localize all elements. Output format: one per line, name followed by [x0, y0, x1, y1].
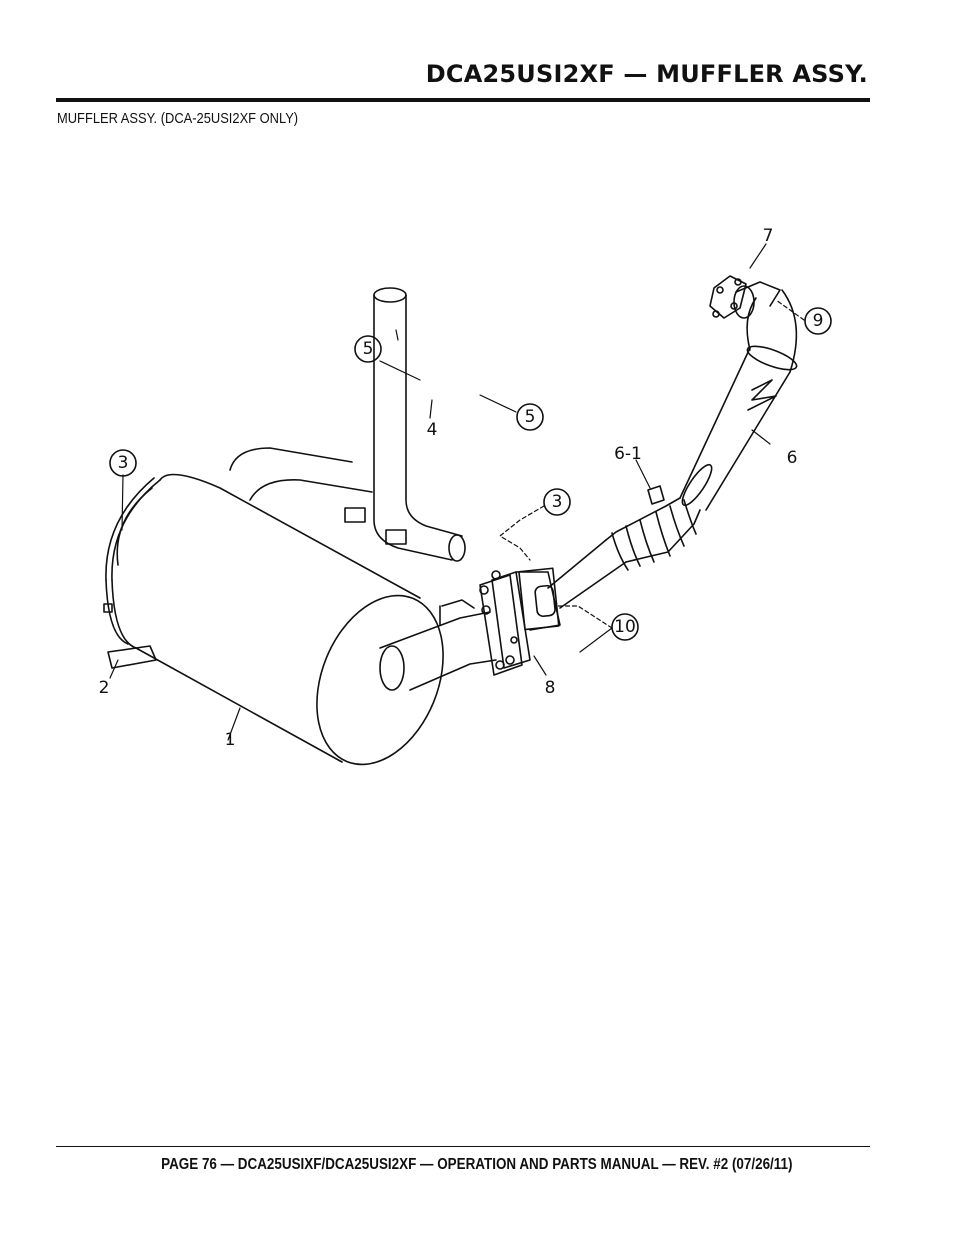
callout-6: 6 [787, 448, 798, 468]
callout-9: 9 [813, 311, 824, 331]
page-footer: PAGE 76 — DCA25USIXF/DCA25USI2XF — OPERA… [0, 1156, 954, 1174]
footer-text: PAGE 76 — DCA25USIXF/DCA25USI2XF — OPERA… [161, 1156, 793, 1173]
callout-8: 8 [545, 678, 556, 698]
support-bracket [103, 603, 157, 669]
rear-bend-tube [229, 447, 373, 501]
callout-2: 2 [99, 678, 110, 698]
section-subtitle: MUFFLER ASSY. (DCA-25USI2XF ONLY) [57, 110, 299, 127]
exhaust-elbow [733, 281, 798, 373]
page-title: DCA25USI2XF — MUFFLER ASSY. [425, 60, 868, 88]
tail-pipe [373, 287, 466, 562]
exhaust-pipe-6 [679, 345, 798, 511]
callout-7: 7 [763, 226, 774, 246]
flange-assembly [479, 567, 561, 676]
pipe-clip [647, 485, 665, 505]
front-exhaust-pipe [547, 497, 701, 609]
callout-4: 4 [427, 420, 438, 440]
callout-3-left: 3 [118, 453, 129, 473]
manifold-flange [709, 275, 747, 319]
callout-5-right: 5 [525, 407, 536, 427]
callout-10: 10 [614, 617, 636, 637]
muffler-inlet-pipe [379, 599, 497, 691]
callout-3-right: 3 [552, 492, 563, 512]
muffler-assembly-diagram: 3 5 5 3 9 10 1 2 4 6 6-1 7 8 [99, 226, 832, 766]
callout-6-1: 6-1 [614, 444, 642, 464]
callout-1: 1 [225, 730, 236, 750]
footer-rule [56, 1146, 870, 1147]
callout-5-top: 5 [363, 339, 374, 359]
title-rule [56, 98, 870, 102]
muffler-body [105, 473, 444, 766]
